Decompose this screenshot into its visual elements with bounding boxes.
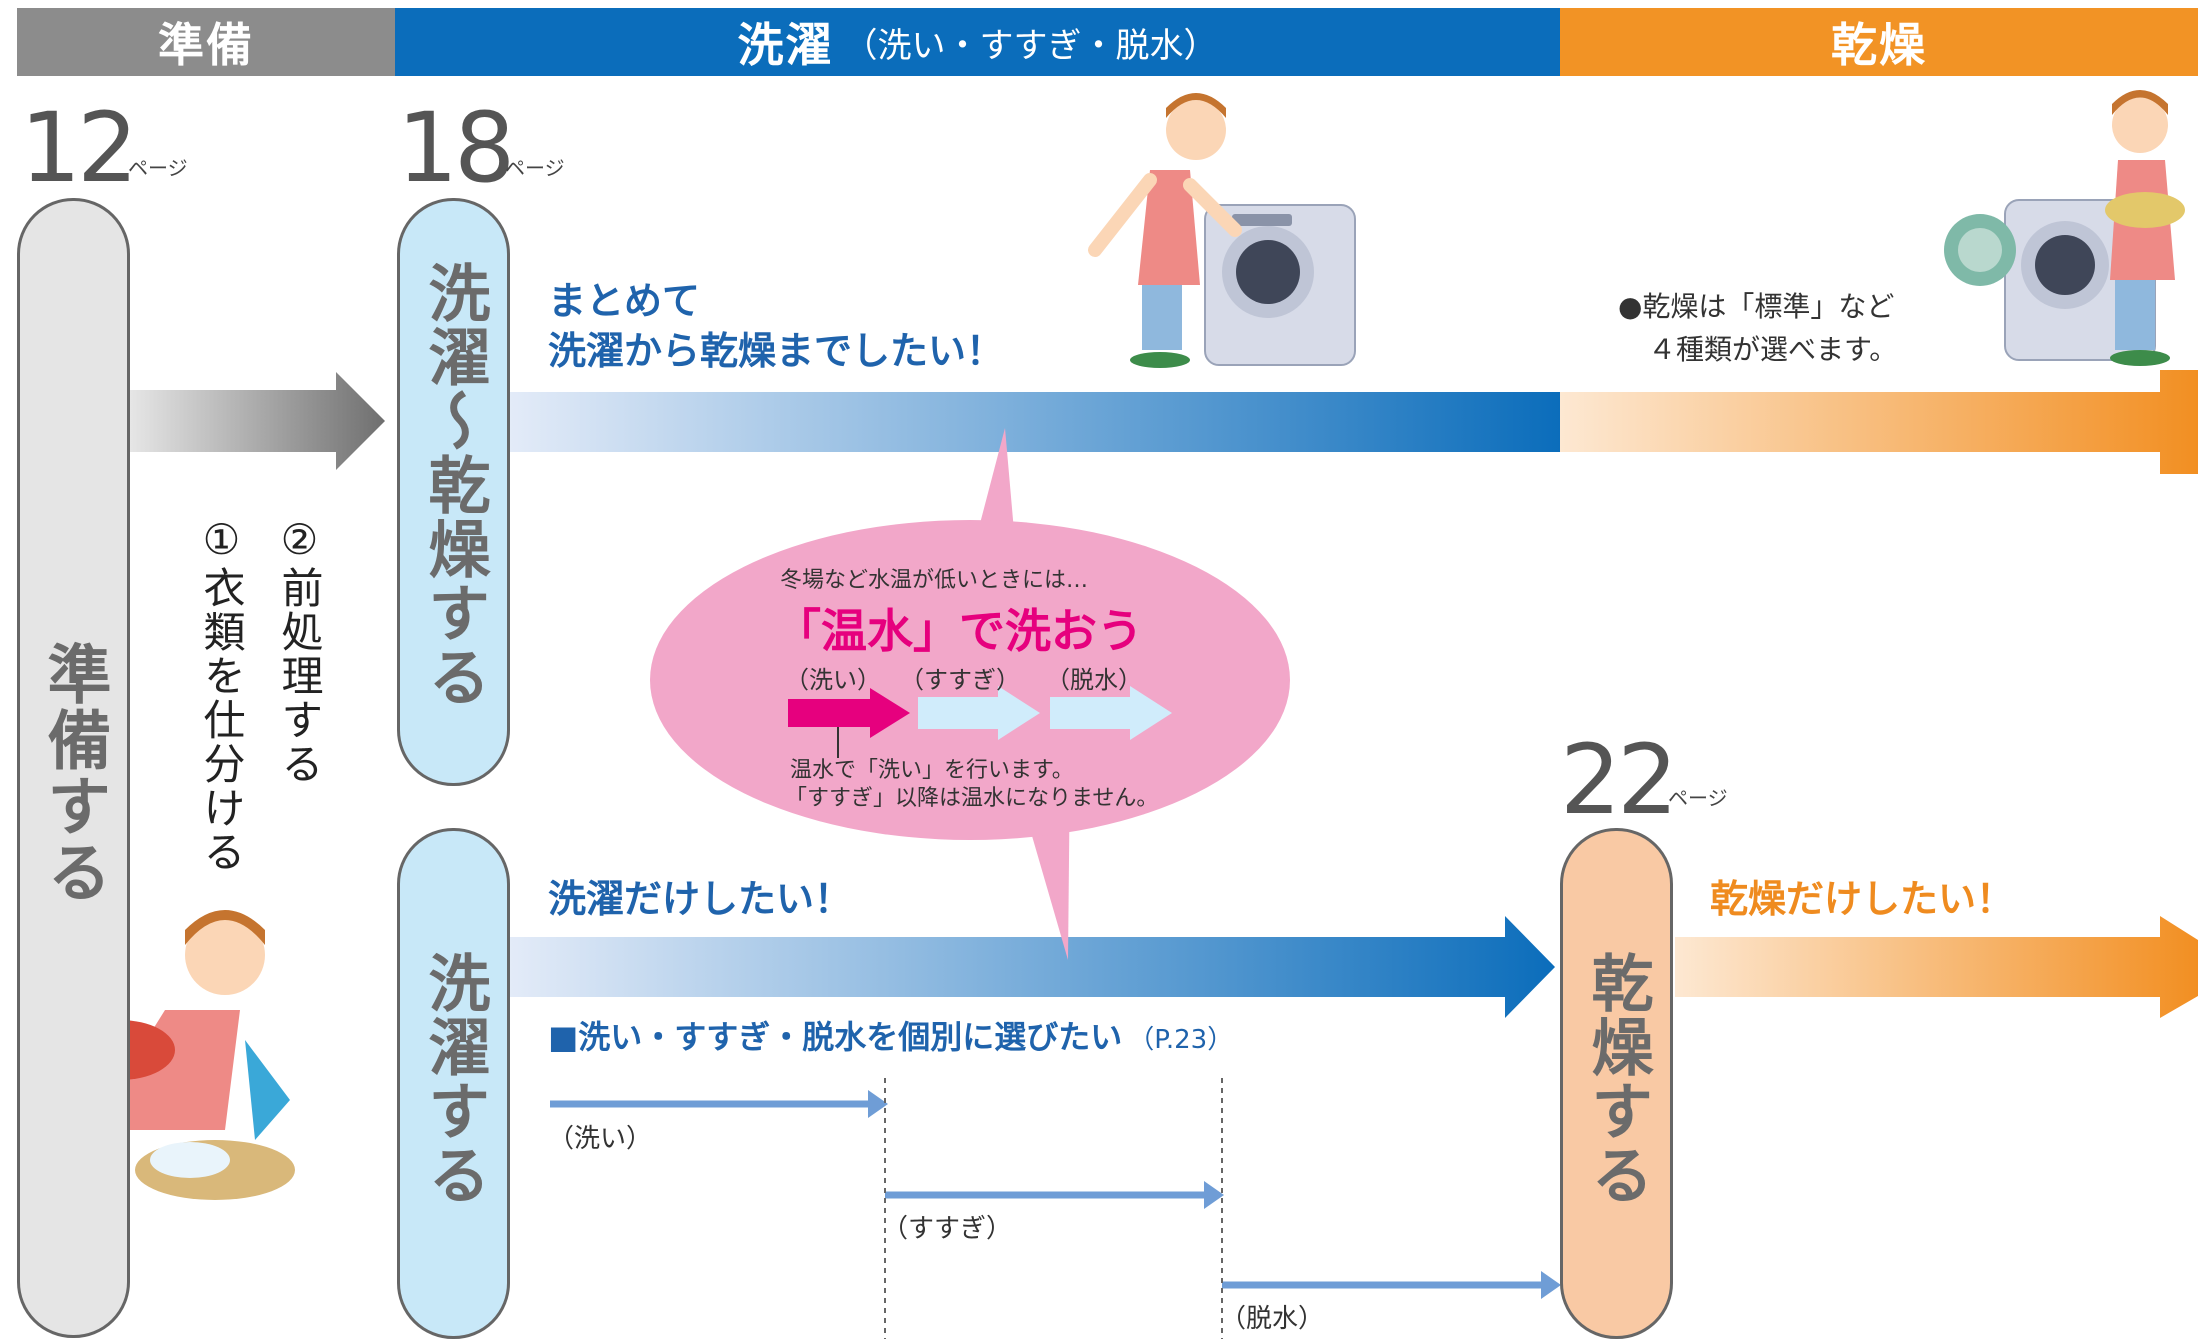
dry-only-pill-label: 乾燥する [1580,951,1654,1207]
wash-dry-bar-dry [1560,370,2198,474]
wash-dry-line2: 洗濯から乾燥までしたい！ [548,329,1005,373]
bubble-step-spin: （脱水） [1046,666,1142,694]
prep-pill-label: 準備する [36,641,111,905]
individual-step-rinse: （すすぎ） [882,1214,1013,1244]
prep-step1: ①衣類を仕分ける [197,515,246,874]
page-label-prep: ページ [128,156,188,180]
bubble-arrow-rinse [918,686,1040,740]
bubble-step-rinse: （すすぎ） [900,666,1020,694]
header-dry: 乾燥 [1560,8,2198,76]
header-wash-sub: （洗い・すすぎ・脱水） [843,25,1218,66]
bubble-arrow-spin [1050,686,1172,740]
individual-steps [550,1078,1561,1339]
individual-step-wash: （洗い） [548,1124,653,1154]
wash-only-pill-label: 洗濯する [417,951,491,1207]
page-number-wash-dry: 18 [397,92,515,204]
wash-dry-pill-label: 洗濯〜乾燥する [417,261,491,709]
dry-note-line2: ４種類が選べます。 [1648,333,1898,366]
woman-illustration-right [2105,90,2185,366]
bubble-step-wash: （洗い） [785,666,881,694]
woman-illustration-center [1088,93,1242,368]
wash-only-arrow [510,916,1555,1018]
individual-step-spin: （脱水） [1220,1304,1325,1334]
page-number-dry: 22 [1560,724,1678,836]
individual-ref: （P.23） [1128,1025,1234,1055]
page-label-dry: ページ [1668,786,1728,810]
bubble-note2: 「すすぎ」以降は温水になりません。 [785,786,1159,811]
dry-only-title: 乾燥だけしたい！ [1710,877,2015,921]
prep-pill: 準備する [17,198,130,1338]
prep-arrow [130,372,385,470]
bubble-note1: 温水で「洗い」を行います。 [790,758,1074,783]
bubble-lead: 冬場など水温が低いときには… [780,568,1089,593]
header-prep-label: 準備 [158,18,254,72]
wash-only-title: 洗濯だけしたい！ [548,877,853,921]
page-label-wash-dry: ページ [505,156,565,180]
wash-only-individual: ■洗い・すすぎ・脱水を個別に選びたい（P.23） [548,1012,1233,1058]
header-wash-label: 洗濯 [737,18,834,72]
bubble-title: 「温水」で洗おう [775,604,1143,658]
dry-only-pill: 乾燥する [1560,828,1673,1339]
individual-label: ■洗い・すすぎ・脱水を個別に選びたい [548,1018,1123,1056]
dry-only-arrow [1675,916,2198,1018]
header-wash: 洗濯 （洗い・すすぎ・脱水） [395,8,1560,76]
prep-step2: ②前処理する [275,515,324,786]
wash-only-pill: 洗濯する [397,828,510,1339]
header-dry-label: 乾燥 [1831,18,1927,72]
dry-note-line1: ●乾燥は「標準」など [1618,290,1895,323]
wash-dry-pill: 洗濯〜乾燥する [397,198,510,786]
header-prep: 準備 [17,8,395,76]
bubble-arrow-wash [788,688,910,738]
wash-dry-bar-wash [510,392,1560,452]
hot-water-bubble [650,428,1290,960]
washer-illustration-center [1204,204,1356,366]
wash-dry-line1: まとめて [548,279,701,323]
page-number-prep: 12 [20,92,138,204]
